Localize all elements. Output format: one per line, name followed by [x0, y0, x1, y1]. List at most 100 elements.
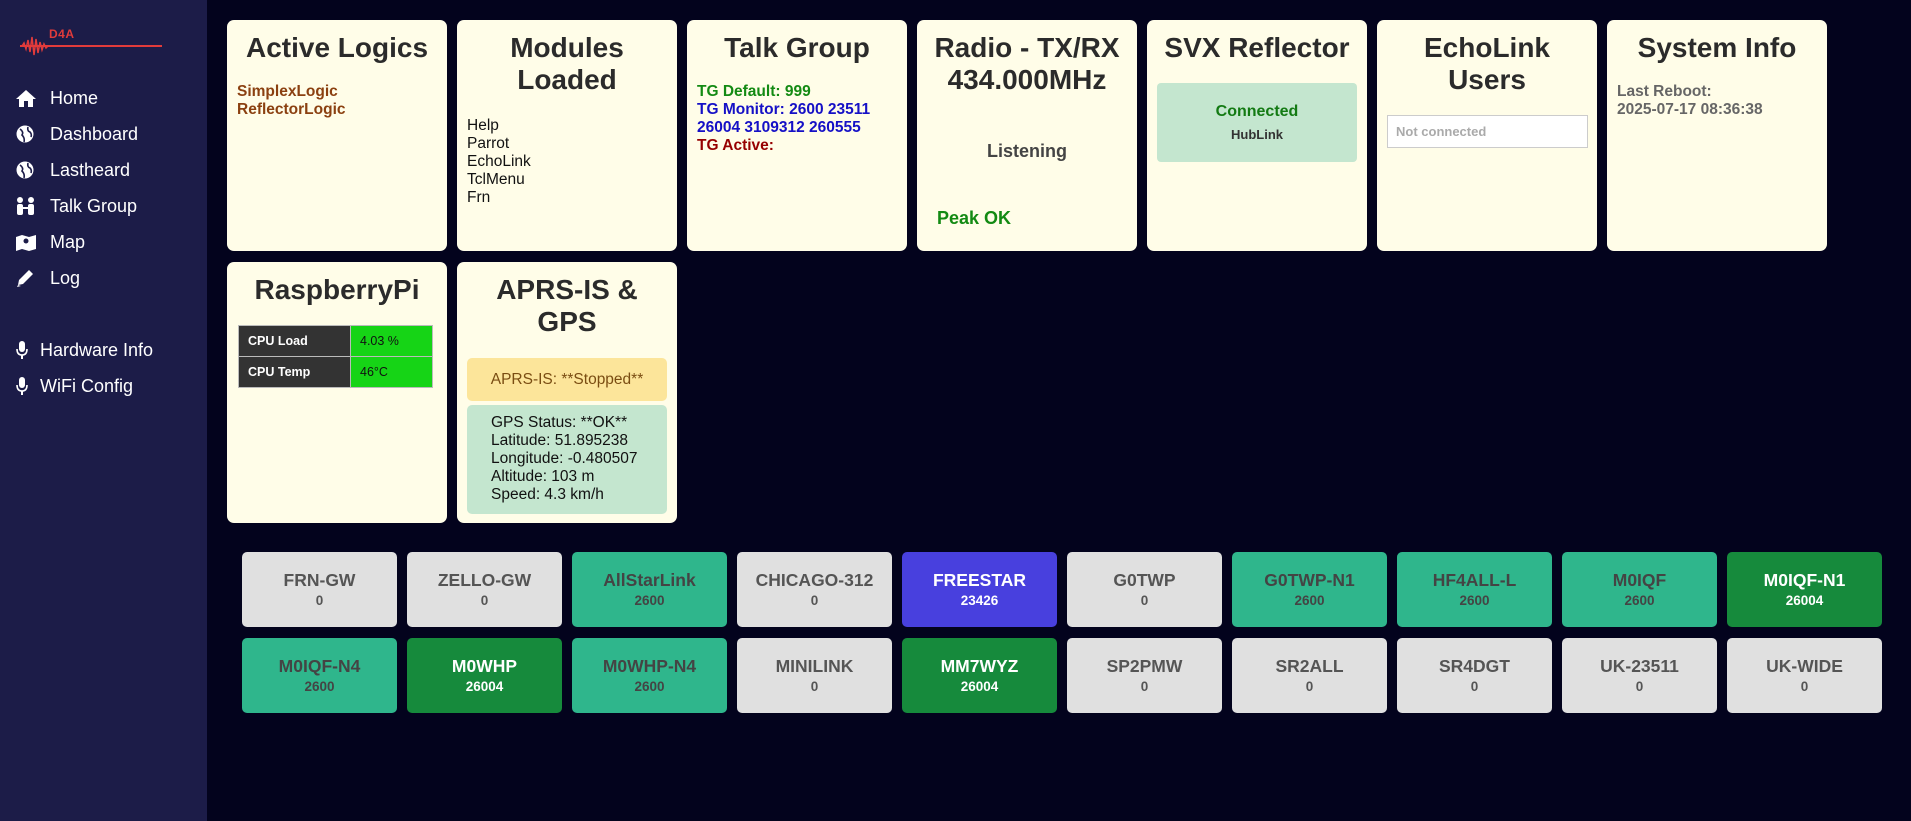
module-item: Parrot: [467, 135, 510, 152]
nav-wifi-config-label: WiFi Config: [40, 376, 134, 396]
sidebar: D4A Home Dashboard Lastheard Talk Group …: [0, 0, 207, 821]
talkgroup-name: FRN-GW: [283, 570, 356, 590]
talkgroup-button[interactable]: MINILINK 0: [737, 638, 892, 713]
gps-speed: Speed: 4.3 km/h: [491, 486, 604, 503]
nav-log[interactable]: Log: [0, 260, 207, 296]
nav-log-label: Log: [50, 268, 81, 288]
card-echolink: EchoLink Users Not connected: [1377, 20, 1597, 251]
nav-hardware-info[interactable]: Hardware Info: [0, 332, 207, 368]
table-row: CPU Temp 46°C: [238, 356, 433, 388]
talkgroup-button[interactable]: M0IQF 2600: [1562, 552, 1717, 627]
card-title: EchoLink Users: [1423, 32, 1550, 95]
card-title: Active Logics: [245, 32, 429, 63]
talkgroup-name: ZELLO-GW: [437, 570, 532, 590]
talkgroup-code: 2600: [304, 679, 335, 694]
talkgroup-code: 26004: [1785, 593, 1824, 608]
talkgroup-code: 0: [1140, 593, 1149, 608]
svx-status: Connected: [1215, 103, 1299, 120]
aprs-title-line1: APRS-IS &: [496, 274, 638, 305]
talkgroup-code: 0: [315, 593, 324, 608]
talkgroup-code: 0: [1305, 679, 1314, 694]
card-raspberrypi: RaspberryPi CPU Load 4.03 % CPU Temp 46°…: [227, 262, 447, 523]
nav-home[interactable]: Home: [0, 80, 207, 116]
talkgroup-code: 0: [810, 679, 819, 694]
pencil-icon: [17, 270, 33, 287]
talkgroup-code: 2600: [1294, 593, 1325, 608]
aprs-status: APRS-IS: **Stopped**: [467, 358, 667, 401]
tg-monitor-label: TG Monitor:: [697, 101, 785, 118]
logo[interactable]: D4A: [20, 26, 165, 58]
talkgroup-code: 2600: [634, 593, 665, 608]
main-nav: Home Dashboard Lastheard Talk Group Map …: [0, 80, 207, 296]
talkgroup-code: 2600: [1459, 593, 1490, 608]
talkgroup-button[interactable]: SP2PMW 0: [1067, 638, 1222, 713]
talkgroup-code: 2600: [1624, 593, 1655, 608]
talkgroup-name: MINILINK: [775, 656, 854, 676]
talkgroup-code: 2600: [634, 679, 665, 694]
globe-icon: [16, 161, 34, 179]
talkgroup-name: SR4DGT: [1439, 656, 1510, 676]
card-title: APRS-IS & GPS: [457, 262, 677, 338]
talkgroup-name: M0IQF: [1612, 570, 1667, 590]
svx-host: HubLink: [1231, 127, 1283, 142]
card-title: System Info: [1637, 32, 1797, 63]
talkgroup-name: UK-23511: [1600, 656, 1679, 676]
logic-item: SimplexLogic: [237, 83, 338, 100]
talkgroup-button[interactable]: M0IQF-N1 26004: [1727, 552, 1882, 627]
nav-dashboard[interactable]: Dashboard: [0, 116, 207, 152]
talkgroup-name: M0IQF-N1: [1763, 570, 1846, 590]
cpu-load-value: 4.03 %: [350, 325, 433, 357]
home-icon: [16, 90, 36, 107]
logic-item: ReflectorLogic: [237, 101, 346, 118]
talkgroup-code: 26004: [465, 679, 504, 694]
talkgroup-button[interactable]: M0WHP 26004: [407, 638, 562, 713]
module-item: TclMenu: [467, 171, 525, 188]
nav-map[interactable]: Map: [0, 224, 207, 260]
talkgroup-code: 0: [1140, 679, 1149, 694]
gps-status: GPS Status: **OK**: [491, 414, 628, 431]
card-title: RaspberryPi: [254, 274, 420, 305]
logo-text: D4A: [49, 27, 75, 41]
svx-status-box: Connected HubLink: [1157, 83, 1357, 162]
radio-status: Listening: [987, 141, 1067, 161]
cpu-temp-value: 46°C: [350, 356, 433, 388]
gps-latitude: Latitude: 51.895238: [491, 432, 629, 449]
talkgroup-name: M0WHP: [451, 656, 518, 676]
talkgroup-code: 0: [1800, 679, 1809, 694]
card-title: Radio - TX/RX 434.000MHz: [917, 20, 1137, 96]
nav-dashboard-label: Dashboard: [50, 124, 139, 144]
card-talk-group: Talk Group TG Default: 999 TG Monitor: 2…: [687, 20, 907, 251]
secondary-nav: Hardware Info WiFi Config: [0, 332, 207, 404]
tg-active-label: TG Active:: [697, 137, 774, 154]
talkgroup-button[interactable]: FRN-GW 0: [242, 552, 397, 627]
tg-default-value: 999: [784, 83, 811, 100]
nav-lastheard[interactable]: Lastheard: [0, 152, 207, 188]
card-active-logics: Active Logics SimplexLogic ReflectorLogi…: [227, 20, 447, 251]
nav-home-label: Home: [50, 88, 99, 108]
nav-talk-group[interactable]: Talk Group: [0, 188, 207, 224]
card-svx-reflector: SVX Reflector Connected HubLink: [1147, 20, 1367, 251]
nav-lastheard-label: Lastheard: [50, 160, 131, 180]
module-item: EchoLink: [467, 153, 531, 170]
nav-hardware-info-label: Hardware Info: [40, 340, 154, 360]
talkgroup-code: 0: [810, 593, 819, 608]
talkgroup-name: SP2PMW: [1106, 656, 1183, 676]
talkgroup-name: G0TWP: [1113, 570, 1176, 590]
echolink-status: Not connected: [1387, 115, 1588, 148]
talkgroup-button[interactable]: G0TWP 0: [1067, 552, 1222, 627]
talkgroup-name: MM7WYZ: [940, 656, 1019, 676]
nav-wifi-config[interactable]: WiFi Config: [0, 368, 207, 404]
